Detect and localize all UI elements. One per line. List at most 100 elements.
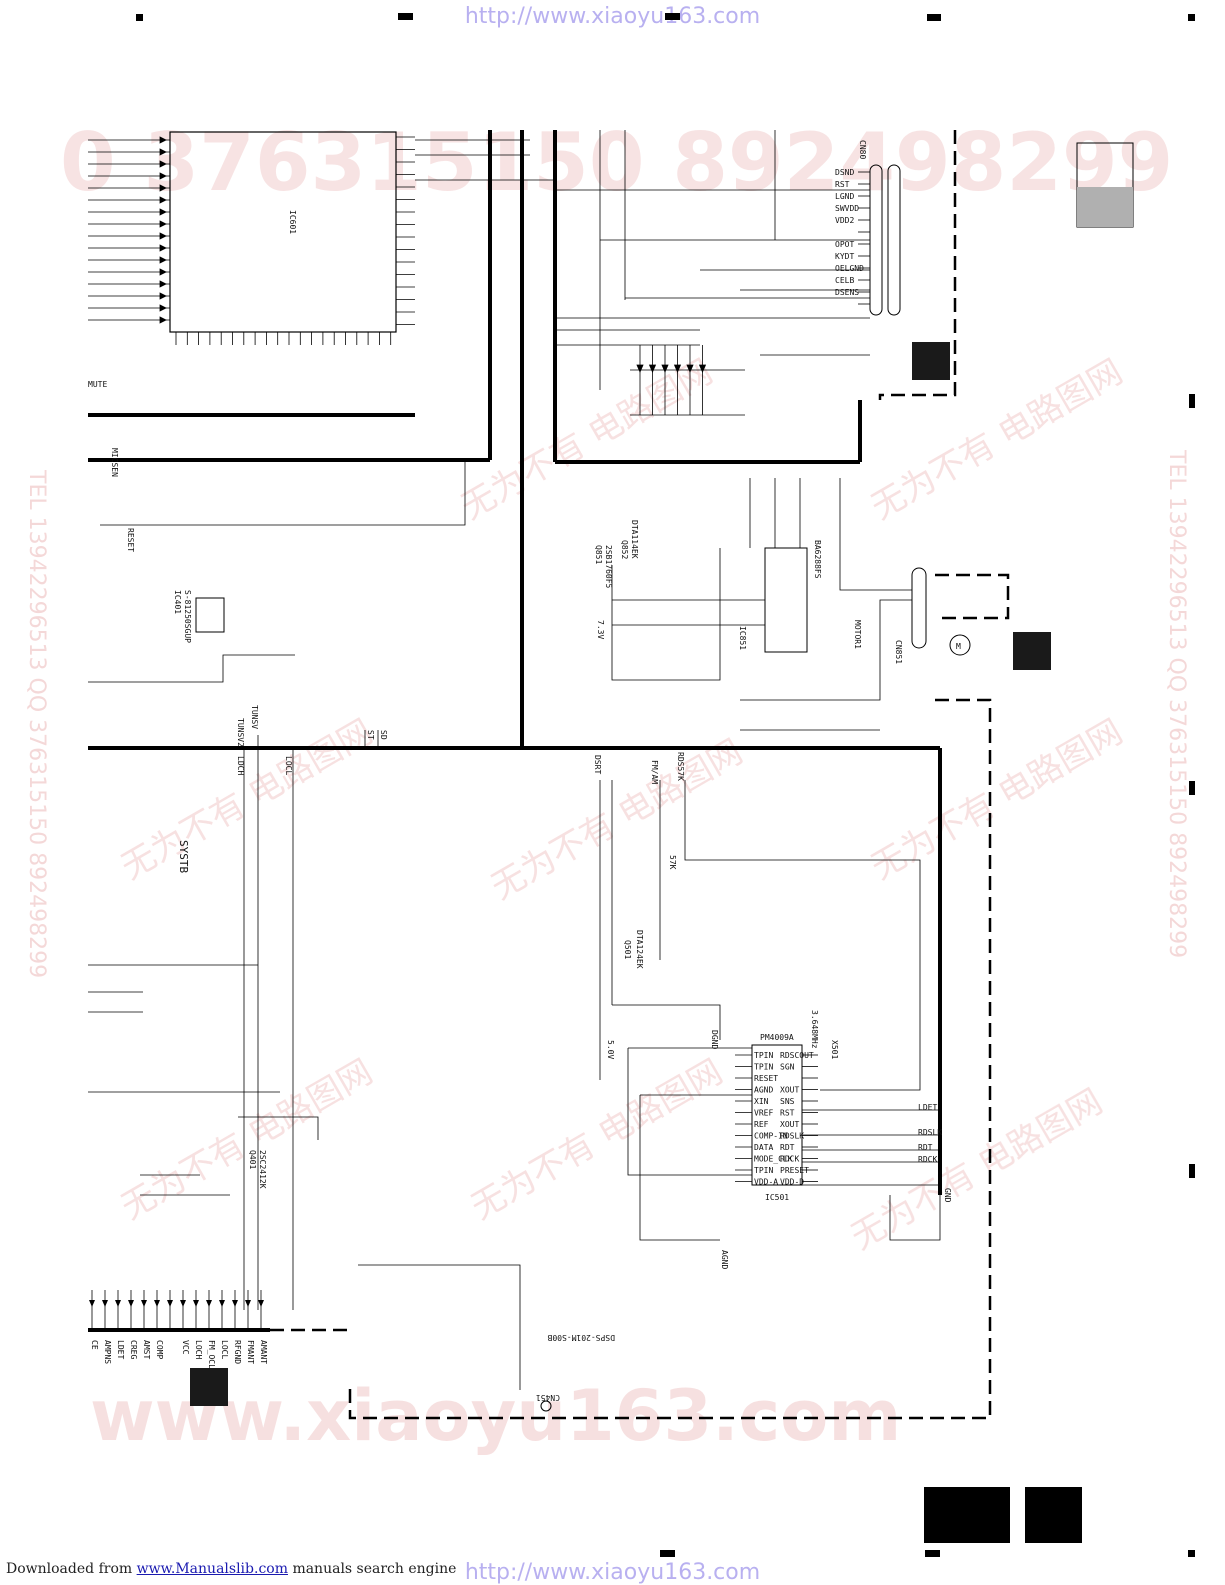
svg-text:无为不有 电路图网: 无为不有 电路图网 bbox=[115, 1052, 380, 1228]
diode-icon bbox=[648, 364, 657, 374]
svg-text:RDSLK: RDSLK bbox=[918, 1128, 942, 1137]
svg-text:无为不有 电路图网: 无为不有 电路图网 bbox=[115, 712, 380, 888]
ic501-pin-label: TPIN bbox=[754, 1063, 773, 1072]
cn451-pin-label: LDET bbox=[116, 1340, 125, 1359]
ic501-pin-label: VDD-D bbox=[780, 1178, 804, 1187]
svg-text:M: M bbox=[956, 642, 961, 651]
cn451-pin-label: VCC bbox=[181, 1340, 190, 1355]
cn451-pin-label: LOCH bbox=[194, 1340, 203, 1359]
cn451-pin-label: FM_OCL bbox=[207, 1340, 216, 1369]
block-black-4 bbox=[924, 1487, 1010, 1543]
ic501-pin-label: RDSLK bbox=[780, 1132, 804, 1141]
block-black-1 bbox=[912, 342, 950, 380]
ic501-box: PM4009A IC501 bbox=[751, 1033, 803, 1202]
diode-icon bbox=[636, 364, 644, 374]
svg-text:LDCH: LDCH bbox=[236, 756, 245, 775]
cn801-pin-label: OELGND bbox=[835, 264, 864, 273]
ic601-label: IC601 bbox=[288, 210, 297, 234]
diode-icon bbox=[698, 364, 707, 374]
svg-text:LDET: LDET bbox=[918, 1103, 937, 1112]
svg-text:Q401: Q401 bbox=[248, 1150, 257, 1169]
diode-array bbox=[630, 345, 745, 416]
svg-text:BA6288FS: BA6288FS bbox=[813, 540, 822, 579]
ic401-box: IC401 S-81250SGUP bbox=[173, 590, 225, 643]
cn451-pin-label: RFGND bbox=[233, 1340, 242, 1364]
manualslib-link[interactable]: www.Manualslib.com bbox=[136, 1561, 288, 1577]
cn451-pin-label: CREG bbox=[129, 1340, 138, 1359]
ic501-pin-label: SGN bbox=[780, 1063, 795, 1072]
cn801-pin-label: RST bbox=[835, 180, 850, 189]
svg-text:MUTE: MUTE bbox=[88, 380, 107, 389]
ic851-box: IC851 BA6288FS bbox=[738, 540, 822, 653]
ic501-pin-label: REF bbox=[754, 1120, 769, 1129]
ic501-pin-label: MODE_CLK bbox=[754, 1155, 793, 1164]
svg-text:RESET: RESET bbox=[126, 528, 135, 552]
cn451-pin-label: AMST bbox=[142, 1340, 151, 1359]
ic501-pin-label: RST bbox=[780, 1109, 795, 1118]
svg-text:FM/AM: FM/AM bbox=[650, 760, 659, 784]
ic501-pin-label: TPIN bbox=[754, 1166, 773, 1175]
cn801-pin-label: OPOT bbox=[835, 240, 854, 249]
cn451-pin-label: AMPNS bbox=[103, 1340, 112, 1364]
ic501-pin-label: AGND bbox=[754, 1086, 773, 1095]
svg-text:IC501: IC501 bbox=[765, 1193, 789, 1202]
svg-text:DTA124EK: DTA124EK bbox=[635, 930, 644, 969]
cn801-pin-label: SWVDD bbox=[835, 204, 859, 213]
diode-icon bbox=[686, 364, 694, 374]
registration-marks bbox=[136, 13, 1195, 1557]
svg-text:TEL 13942296513 QQ 376315150 8: TEL 13942296513 QQ 376315150 892498299 bbox=[24, 469, 49, 978]
svg-text:S-81250SGUP: S-81250SGUP bbox=[183, 590, 192, 643]
wiring bbox=[88, 130, 941, 1390]
svg-text:Q852: Q852 bbox=[620, 540, 629, 559]
cn451-pin-label: COMP bbox=[155, 1340, 164, 1359]
ic501-pin-label: DATA bbox=[754, 1143, 773, 1152]
svg-text:TEL 13942296513 QQ 376315150 8: TEL 13942296513 QQ 376315150 892498299 bbox=[1164, 449, 1189, 958]
legend-shade bbox=[1077, 187, 1133, 227]
ic501-pin-label: XOUT bbox=[780, 1120, 799, 1129]
ic501-pin-label: TPIN bbox=[754, 1051, 773, 1060]
svg-text:RDCK: RDCK bbox=[918, 1155, 937, 1164]
ic501-pin-label: PRESET bbox=[780, 1166, 809, 1175]
svg-text:无为不有 电路图网: 无为不有 电路图网 bbox=[865, 352, 1130, 528]
block-black-5 bbox=[1025, 1487, 1082, 1543]
cn451-pin-label: LOCL bbox=[220, 1340, 229, 1359]
antenna-jack-icon bbox=[540, 1400, 552, 1412]
ic501-pin-label: COMP-IN bbox=[754, 1132, 788, 1141]
cn451-pin-label: AMANT bbox=[259, 1340, 268, 1364]
svg-text:无为不有 电路图网: 无为不有 电路图网 bbox=[485, 732, 750, 908]
svg-text:LOCL: LOCL bbox=[284, 756, 293, 775]
svg-text:CN80: CN80 bbox=[858, 140, 867, 159]
cn801-pin-label: KYDT bbox=[835, 252, 854, 261]
ic501-pin-label: RDSCOUT bbox=[780, 1051, 814, 1060]
svg-text:CN851: CN851 bbox=[894, 640, 903, 664]
svg-text:IC401: IC401 bbox=[173, 590, 182, 614]
watermark-url-bottom: http://www.xiaoyu163.com bbox=[464, 1560, 761, 1585]
svg-text:RDT: RDT bbox=[918, 1143, 933, 1152]
ic501-pin-label: RDCK bbox=[780, 1155, 799, 1164]
cn801-pin-label: DSENS bbox=[835, 288, 859, 297]
cn451-pin-label: CE bbox=[90, 1340, 99, 1350]
ic501-pin-label: XIN bbox=[754, 1097, 769, 1106]
watermark-url-top: http://www.xiaoyu163.com bbox=[464, 4, 761, 29]
svg-text:7.3V: 7.3V bbox=[596, 620, 605, 639]
net-labels: SYSTB RESET MUTE MICSEN TUNSV TUNSV2 7.3… bbox=[88, 380, 952, 1269]
svg-text:CN451: CN451 bbox=[536, 1393, 560, 1402]
svg-text:无为不有 电路图网: 无为不有 电路图网 bbox=[455, 352, 720, 528]
ic501-pin-label: VDD-A bbox=[754, 1178, 778, 1187]
svg-text:DSPS-201M-S00B: DSPS-201M-S00B bbox=[547, 1333, 615, 1342]
svg-text:PM4009A: PM4009A bbox=[760, 1033, 794, 1042]
svg-text:ST: ST bbox=[366, 730, 375, 740]
svg-text:Q851: Q851 bbox=[594, 545, 603, 564]
ic501-pin-label: SNS bbox=[780, 1097, 795, 1106]
ic501-pin-label: RESET bbox=[754, 1074, 778, 1083]
cn851-connector: CN851 M MOTOR1 bbox=[853, 567, 971, 664]
svg-text:DTA114EK: DTA114EK bbox=[630, 520, 639, 559]
motor-icon bbox=[949, 634, 971, 656]
cn451-pin-label: FMANT bbox=[246, 1340, 255, 1364]
svg-text:DGND: DGND bbox=[710, 1030, 719, 1049]
svg-text:DSRT: DSRT bbox=[593, 755, 602, 774]
svg-text:57K: 57K bbox=[668, 855, 677, 870]
diode-icon bbox=[673, 364, 682, 374]
svg-text:无为不有 电路图网: 无为不有 电路图网 bbox=[465, 1052, 730, 1228]
